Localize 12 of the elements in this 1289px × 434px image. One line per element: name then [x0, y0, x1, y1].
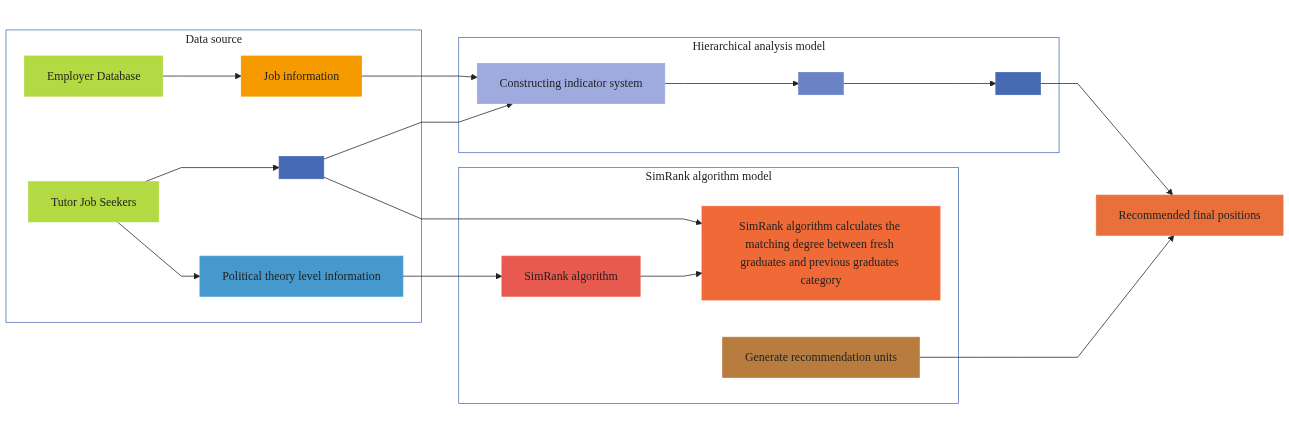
node-box — [798, 72, 844, 96]
node-box: Constructing indicator system — [476, 63, 666, 105]
node-box: SimRank algorithm — [501, 256, 641, 297]
node-box: Job information — [240, 55, 362, 97]
node-box: Generate recommendation units — [722, 337, 920, 379]
node-box: Political theory level information — [199, 256, 404, 297]
node-box: Employer Database — [24, 55, 164, 97]
node-box: Tutor Job Seekers — [28, 181, 160, 223]
node-box: Recommended final positions — [1095, 195, 1284, 236]
node-box — [278, 156, 325, 180]
node-box: SimRank algorithm calculates the matching degree between fresh graduates and previous graduates category — [701, 206, 941, 301]
node-box — [995, 72, 1041, 96]
